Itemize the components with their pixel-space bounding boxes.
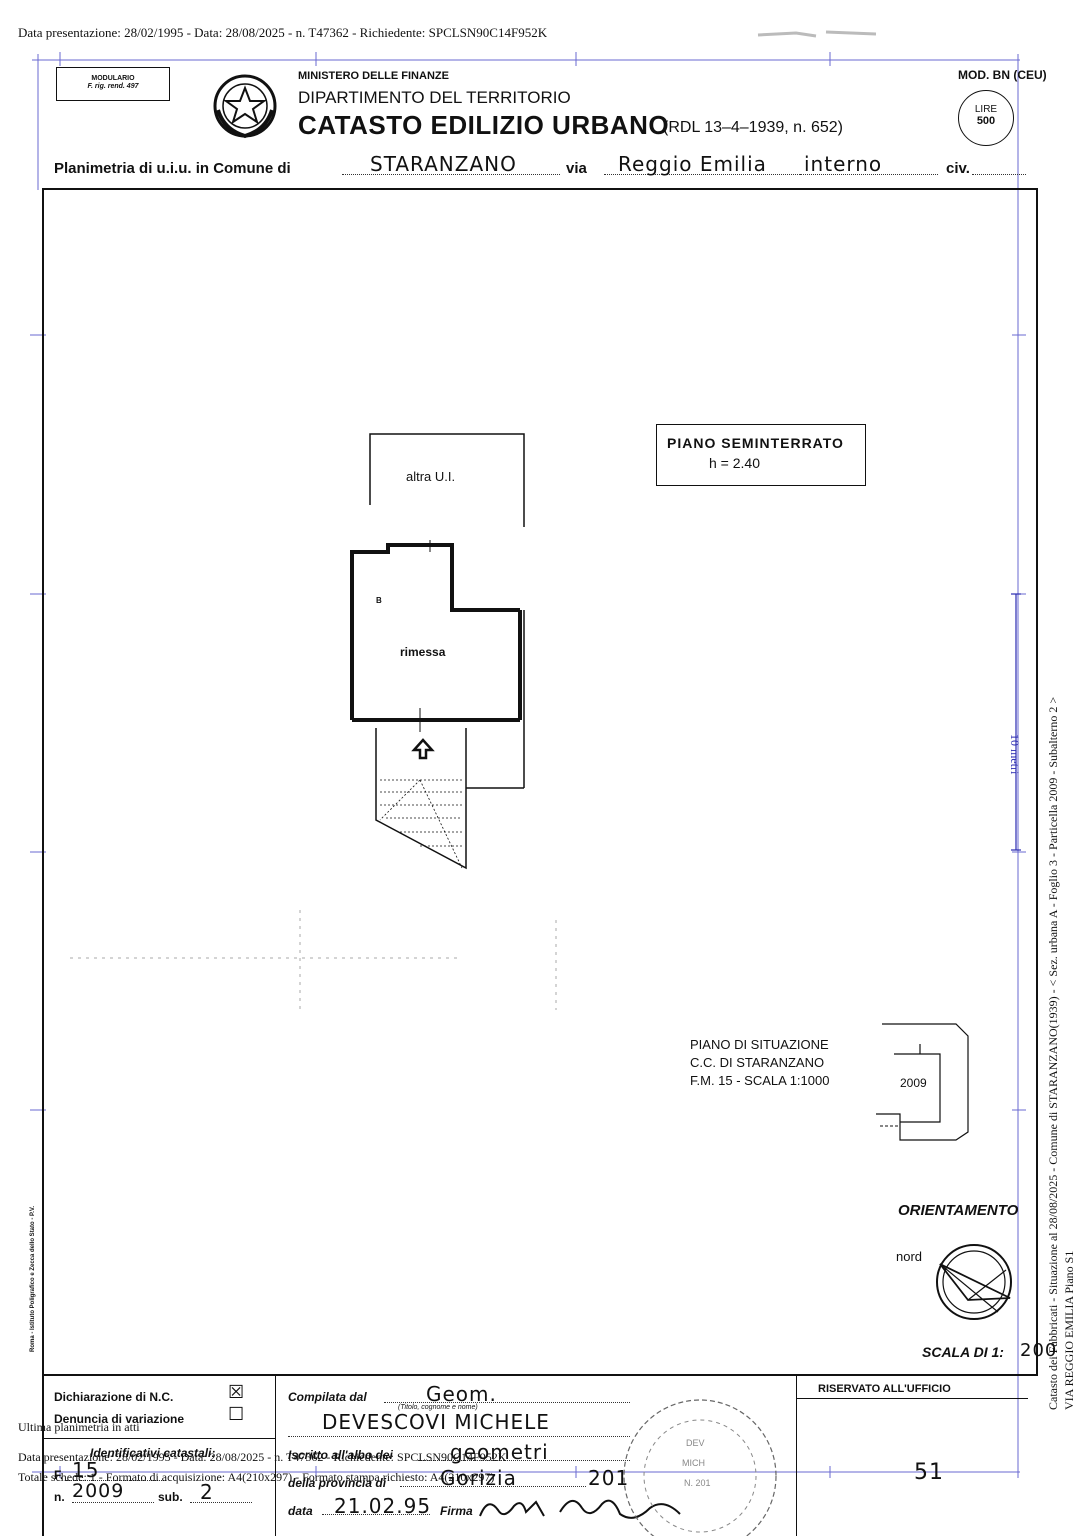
data-field: 21.02.95 xyxy=(322,1494,432,1518)
denuncia-label: Denuncia di variazione xyxy=(54,1412,185,1426)
footer-divider-2 xyxy=(796,1376,797,1536)
numero-value: 2009 xyxy=(72,1480,125,1502)
identificativi-label: Identificativi catastali: xyxy=(90,1446,216,1460)
denuncia-checkbox: ☐ xyxy=(228,1404,245,1424)
situation-map xyxy=(876,1023,969,1141)
office-number: 51 xyxy=(914,1460,944,1485)
printer-credit: Roma - Istituto Poligrafico e Zecca dell… xyxy=(30,1205,36,1352)
via-value: Reggio Emilia xyxy=(618,152,767,176)
side-meta-line-1: Catasto dei Fabbricati - Situazione al 2… xyxy=(1046,696,1060,1410)
modulario-title: MODULARIO xyxy=(91,75,135,82)
albo-field: geometri xyxy=(418,1440,630,1464)
scan-smudge xyxy=(756,26,896,38)
interno-field: interno xyxy=(800,152,938,176)
firma-label: Firma xyxy=(440,1504,473,1518)
albo-value: geometri xyxy=(450,1440,549,1464)
provincia-value: Gorizia xyxy=(440,1466,517,1490)
price-label: LIRE xyxy=(974,104,998,115)
svg-text:N. 201: N. 201 xyxy=(684,1478,711,1488)
foglio-value: 15 xyxy=(72,1458,100,1482)
scale-bar-label: 10 metri xyxy=(1008,734,1022,775)
level-box: PIANO SEMINTERRATO h = 2.40 xyxy=(656,424,866,486)
data-label: data xyxy=(288,1504,313,1518)
titolo-value: Geom. xyxy=(426,1382,497,1406)
name-value: DEVESCOVI MICHELE xyxy=(322,1410,550,1434)
room-marker: B xyxy=(376,596,382,605)
data-value: 21.02.95 xyxy=(334,1494,432,1518)
footer-divider-4 xyxy=(42,1438,275,1439)
civ-field xyxy=(972,158,1026,175)
sub-label: sub. xyxy=(158,1490,183,1504)
scale-bar xyxy=(1011,593,1021,851)
republic-emblem-icon xyxy=(213,74,277,139)
provincia-label: della provincia di xyxy=(288,1476,387,1490)
compass-icon xyxy=(936,1244,1012,1320)
albo-number: 201 xyxy=(588,1466,630,1490)
sub-value: 2 xyxy=(200,1480,214,1504)
footer-table xyxy=(42,1376,1038,1536)
comune-field: STARANZANO xyxy=(342,152,560,176)
professional-seal: DEV MICH N. 201 xyxy=(623,1399,777,1536)
situation-line-3: F.M. 15 - SCALA 1:1000 xyxy=(690,1073,830,1088)
civ-label: civ. xyxy=(946,160,970,177)
interno-label: interno xyxy=(804,152,883,176)
foglio-field: 15 xyxy=(66,1458,166,1482)
model-code: MOD. BN (CEU) xyxy=(958,68,1047,82)
price-value: 500 xyxy=(976,115,996,127)
entrance-arrow-icon xyxy=(411,738,435,760)
ultima-planimetria-note: Ultima planimetria in atti xyxy=(18,1420,140,1434)
footer-divider-3 xyxy=(796,1398,1028,1399)
construction-marks xyxy=(70,910,557,1010)
address-prefix: Planimetria di u.i.u. in Comune di xyxy=(54,160,291,177)
iscritto-label: Iscritto all'albo dei xyxy=(288,1448,393,1462)
situation-parcel: 2009 xyxy=(900,1076,927,1090)
via-label: via xyxy=(566,160,587,177)
foglio-label: F. xyxy=(54,1468,64,1482)
svg-text:DEV: DEV xyxy=(686,1438,705,1448)
numero-label: n. xyxy=(54,1490,65,1504)
provincia-field: Gorizia xyxy=(400,1466,586,1490)
floor-plan xyxy=(350,433,525,870)
side-meta-line-2: VIA REGGIO EMILIA Piano S1 xyxy=(1062,1250,1076,1410)
department-name: DIPARTIMENTO DEL TERRITORIO xyxy=(298,88,571,107)
footer-divider-1 xyxy=(275,1376,276,1536)
price-stamp: LIRE 500 xyxy=(958,90,1014,146)
name-field: DEVESCOVI MICHELE xyxy=(288,1410,630,1437)
document-meta-header: Data presentazione: 28/02/1995 - Data: 2… xyxy=(18,25,548,40)
scale-label: SCALA DI 1: xyxy=(922,1344,1004,1360)
dichiarazione-label: Dichiarazione di N.C. xyxy=(54,1390,174,1404)
signature xyxy=(479,1499,681,1519)
orientation-title: ORIENTAMENTO xyxy=(898,1202,1019,1219)
svg-text:MICH: MICH xyxy=(682,1458,705,1468)
riservato-label: RISERVATO ALL'UFFICIO xyxy=(818,1383,951,1395)
modulario-ref: F. rig. rend. 497 xyxy=(87,83,139,90)
scale-value: 200 xyxy=(1020,1340,1058,1361)
law-reference: (RDL 13–4–1939, n. 652) xyxy=(663,119,843,136)
comune-value: STARANZANO xyxy=(370,152,517,176)
titolo-field: Geom. xyxy=(384,1382,630,1406)
compilata-label: Compilata dal xyxy=(288,1390,367,1404)
north-label: nord xyxy=(896,1249,923,1264)
modulario-box: MODULARIO F. rig. rend. 497 xyxy=(56,67,170,101)
overlay-meta-line-2: Totale schede: 1 - Formato di acquisizio… xyxy=(18,1470,495,1484)
numero-field: 2009 xyxy=(72,1480,154,1503)
level-height: h = 2.40 xyxy=(709,455,760,471)
situation-block: PIANO DI SITUAZIONE C.C. DI STARANZANO F… xyxy=(690,1036,829,1090)
situation-line-2: C.C. DI STARANZANO xyxy=(690,1055,825,1070)
via-field: Reggio Emilia xyxy=(604,152,800,176)
titolo-caption: (Titolo, cognome e nome) xyxy=(398,1404,478,1411)
situation-line-1: PIANO DI SITUAZIONE xyxy=(690,1037,829,1052)
level-title: PIANO SEMINTERRATO xyxy=(667,435,844,451)
room-main-label: rimessa xyxy=(400,645,446,659)
drawing-frame xyxy=(42,188,1038,1376)
sub-field: 2 xyxy=(190,1480,252,1504)
document-title: CATASTO EDILIZIO URBANO xyxy=(298,110,670,140)
dichiarazione-checkbox: ☒ xyxy=(228,1382,245,1402)
room-other-label: altra U.I. xyxy=(406,469,456,484)
ministry-name: MINISTERO DELLE FINANZE xyxy=(298,70,449,82)
overlay-meta-line-1: Data presentazione: 28/02/1995 - Data: 2… xyxy=(18,1450,507,1464)
